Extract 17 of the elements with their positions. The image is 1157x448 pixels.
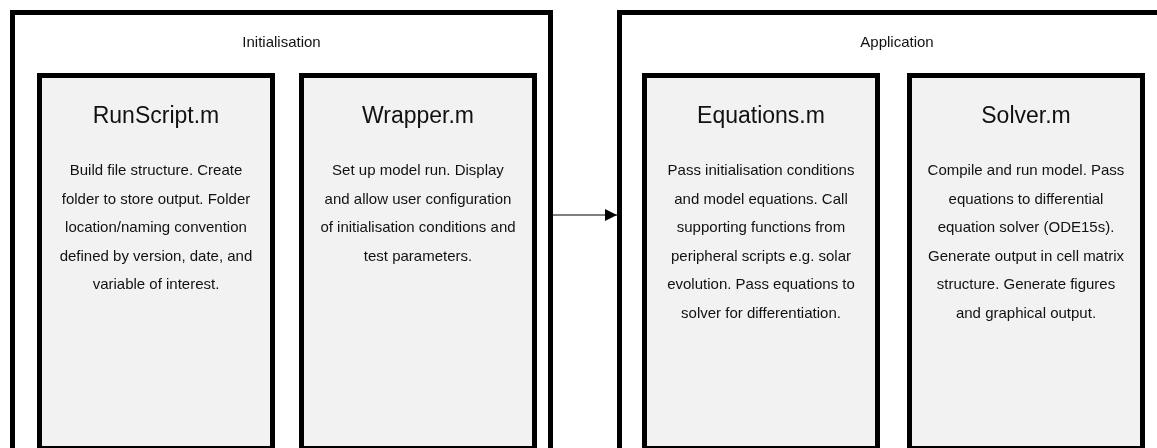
module-title: Wrapper.m xyxy=(360,102,476,129)
module-title: Solver.m xyxy=(980,102,1072,129)
module-description: Compile and run model. Pass equations to differential equation solver (ODE15s). Generate output in cell matrix structure. Generate figures and graphical output. xyxy=(926,160,1126,323)
module-description: Pass initialisation conditions and model equations. Call supporting functions from peripheral scripts e.g. solar evolution. Pass equations to solver for differentiation. xyxy=(666,160,856,323)
arrow xyxy=(552,209,618,221)
module-description: Set up model run. Display and allow user configuration of initialisation conditions and test parameters. xyxy=(319,160,517,266)
module-title: RunScript.m xyxy=(91,102,221,129)
module-box xyxy=(642,73,880,448)
group-title: Initialisation xyxy=(241,33,322,50)
group-panel xyxy=(617,10,1157,448)
group-panel xyxy=(10,10,553,448)
module-box xyxy=(299,73,537,448)
module-box xyxy=(907,73,1145,448)
module-box xyxy=(37,73,275,448)
module-description: Build file structure. Create folder to store output. Folder location/naming convention defined by version, date, and variable of interest. xyxy=(58,160,254,294)
module-title: Equations.m xyxy=(696,102,826,129)
group-title: Application xyxy=(859,33,935,50)
